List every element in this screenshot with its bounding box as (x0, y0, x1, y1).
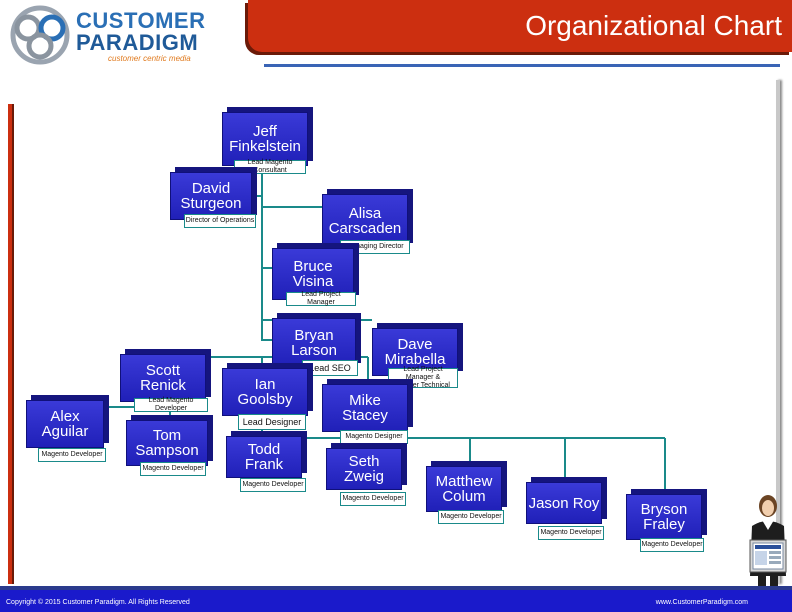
person-name: Jason Roy (527, 483, 601, 523)
org-box: Mike Stacey (322, 384, 408, 432)
role-label: Magento Developer (438, 510, 504, 524)
org-node-jeff[interactable]: Jeff Finkelstein Lead Magento Consultant (222, 112, 312, 176)
org-node-todd[interactable]: Todd Frank Magento Developer (226, 436, 306, 496)
org-box: David Sturgeon (170, 172, 252, 220)
person-name: Alex Aguilar (27, 401, 103, 447)
person-name: Todd Frank (227, 437, 301, 477)
org-box: Scott Renick (120, 354, 206, 402)
role-label: Magento Developer (38, 448, 106, 462)
org-box: Bryson Fraley (626, 494, 702, 540)
org-box: Alex Aguilar (26, 400, 104, 448)
person-name: Bryson Fraley (627, 495, 701, 539)
role-label: Magento Developer (140, 462, 206, 476)
role-label: Magento Developer (538, 526, 604, 540)
org-box: Jason Roy (526, 482, 602, 524)
footer-copyright: Copyright © 2015 Customer Paradigm. All … (6, 599, 190, 606)
role-label: Lead Magento Developer (134, 398, 208, 412)
presenter-illustration (744, 490, 792, 590)
org-node-bruce[interactable]: Bruce Visina Lead Project Manager (272, 248, 358, 310)
connector-jeff-alisa (262, 196, 322, 207)
person-name: Jeff Finkelstein (223, 113, 307, 165)
org-box: Tom Sampson (126, 420, 208, 466)
footer-website-link[interactable]: www.CustomerParadigm.com (656, 599, 748, 606)
role-label: Magento Developer (640, 538, 704, 552)
org-node-bryson[interactable]: Bryson Fraley Magento Developer (626, 494, 708, 556)
org-node-alex[interactable]: Alex Aguilar Magento Developer (26, 400, 110, 466)
person-name: Matthew Colum (427, 467, 501, 511)
org-node-david[interactable]: David Sturgeon Director of Operations (170, 172, 258, 232)
org-box: Seth Zweig (326, 448, 402, 490)
connector-trunk-bryan (262, 268, 272, 340)
org-node-ian[interactable]: Ian Goolsby Lead Designer (222, 368, 314, 432)
org-node-jason[interactable]: Jason Roy Magento Developer (526, 482, 608, 542)
person-name: Ian Goolsby (223, 369, 307, 415)
org-box: Jeff Finkelstein (222, 112, 308, 166)
person-name: Scott Renick (121, 355, 205, 401)
org-box: Todd Frank (226, 436, 302, 478)
connector-trunk-bruce (262, 207, 272, 268)
role-label: Magento Developer (240, 478, 306, 492)
org-node-mike[interactable]: Mike Stacey Magento Designer (322, 384, 414, 448)
role-label: Magento Developer (340, 492, 406, 506)
role-label: Magento Designer (340, 430, 408, 444)
org-node-dave[interactable]: Dave Mirabella Lead Project Manager & Pa… (372, 328, 462, 390)
role-label: Lead Project Manager (286, 292, 356, 306)
person-name: Mike Stacey (323, 385, 407, 431)
org-node-seth[interactable]: Seth Zweig Magento Developer (326, 448, 406, 510)
person-name: Tom Sampson (127, 421, 207, 465)
role-label: Lead Designer (238, 414, 306, 430)
org-box: Matthew Colum (426, 466, 502, 512)
org-node-matthew[interactable]: Matthew Colum Magento Developer (426, 466, 508, 526)
person-name: Seth Zweig (327, 449, 401, 489)
org-node-tom[interactable]: Tom Sampson Magento Developer (126, 420, 214, 482)
org-node-scott[interactable]: Scott Renick Lead Magento Developer (120, 354, 212, 416)
org-box: Ian Goolsby (222, 368, 308, 416)
role-label: Director of Operations (184, 214, 256, 228)
person-name: David Sturgeon (171, 173, 251, 219)
